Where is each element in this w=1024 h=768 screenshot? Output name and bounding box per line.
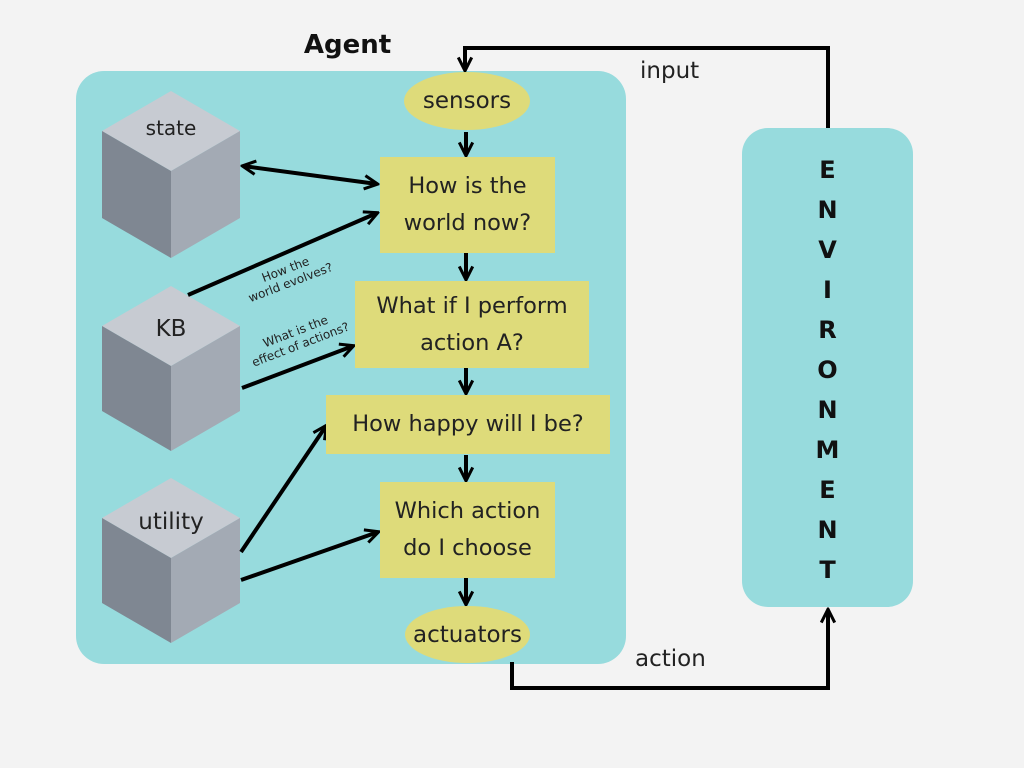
step-world-now: How is the world now? (380, 157, 555, 253)
step-perform-action: What if I perform action A? (355, 281, 589, 368)
action-label: action (635, 646, 706, 672)
step-world-now-text: How is the world now? (403, 173, 532, 236)
kb-label: KB (155, 316, 187, 342)
env-letter: E (819, 156, 836, 184)
environment-panel (742, 128, 913, 607)
kb-cube (102, 286, 240, 451)
arrow-kb-step2 (241, 346, 353, 390)
env-letter: N (817, 516, 838, 544)
env-letter: R (818, 316, 837, 344)
arrow-kb-step1 (187, 213, 377, 297)
step-choose-action: Which action do I choose (380, 482, 555, 578)
env-letter: E (819, 476, 836, 504)
utility-label: utility (138, 509, 204, 535)
env-letter: I (823, 276, 832, 304)
actuators-node: actuators (405, 606, 530, 663)
state-label: state (145, 116, 197, 140)
env-letter: T (819, 556, 836, 584)
action-connector (510, 610, 828, 690)
utility-cube (102, 478, 240, 643)
state-cube (102, 91, 240, 258)
step-choose-action-text: Which action do I choose (394, 498, 541, 561)
agent-title: Agent (303, 30, 392, 60)
input-connector (465, 46, 830, 128)
arrow-utility-step3 (239, 426, 326, 554)
env-letter: V (818, 236, 837, 264)
env-letter: N (817, 396, 838, 424)
sensors-node: sensors (404, 72, 530, 130)
step-perform-action-text: What if I perform action A? (376, 292, 568, 356)
store-arrows (187, 166, 378, 582)
arrow-state-step1 (243, 166, 377, 184)
env-letter: N (817, 196, 838, 224)
arrow-utility-step4 (240, 532, 378, 582)
step-how-happy: How happy will I be? (326, 395, 610, 454)
step-how-happy-text: How happy will I be? (352, 411, 584, 437)
input-label: input (640, 58, 700, 84)
env-letter: O (817, 356, 838, 384)
env-letter: M (815, 436, 840, 464)
environment-label: E N V I R O N M E N T (742, 150, 913, 590)
